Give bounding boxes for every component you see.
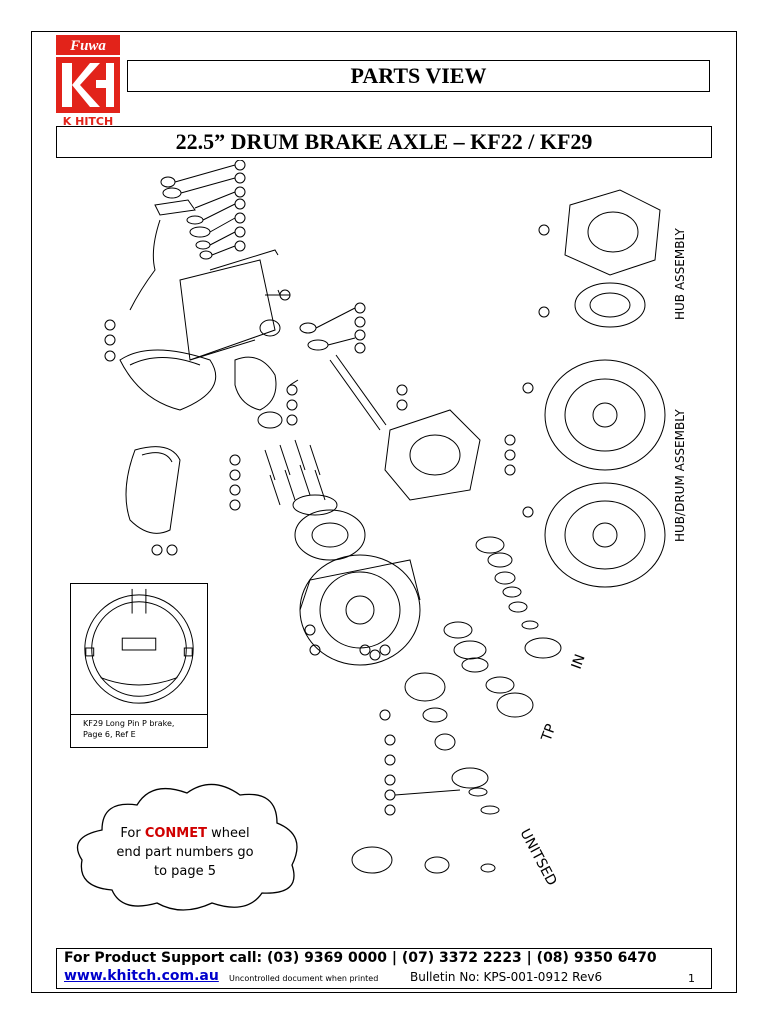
brake-dust-shield (104, 319, 217, 411)
conmet-brand: CONMET (144, 826, 207, 841)
conmet-cloud-callout (76, 783, 298, 911)
hub-assembly-right (538, 189, 661, 328)
axle-shaft (299, 302, 387, 431)
hub-seal (292, 494, 338, 516)
hub-drum-assembly-right (522, 359, 666, 588)
bottom-callouts (379, 709, 461, 816)
page-title: PARTS VIEW (127, 60, 710, 92)
unitsed-label: UNITSED (516, 826, 559, 888)
inset-caption-line1: KF29 Long Pin P brake, (83, 719, 175, 728)
page-frame (31, 31, 737, 993)
top-small-parts (129, 160, 246, 311)
brake-shoe (125, 446, 181, 556)
wheel-studs (229, 439, 326, 511)
exploded-parts-diagram: HUB ASSEMBLY HUB/DRUM ASSEMBLY UNITSED T… (104, 160, 687, 889)
support-phone-numbers: For Product Support call: (03) 9369 0000… (64, 950, 657, 966)
axle-beam (179, 249, 291, 361)
page-subtitle: 22.5” DRUM BRAKE AXLE – KF22 / KF29 (56, 126, 712, 158)
hub-drum-assembly-label: HUB/DRUM ASSEMBLY (673, 409, 687, 542)
mid-hub (384, 384, 516, 501)
loose-rings (351, 846, 496, 874)
bearings-washers (404, 536, 562, 815)
website-link[interactable]: www.khitch.com.au (64, 968, 219, 984)
inset-caption: KF29 Long Pin P brake, Page 6, Ref E (70, 715, 208, 748)
hub (294, 509, 366, 561)
tp-label: TP (538, 722, 559, 744)
page-number: 1 (688, 972, 695, 985)
kf29-brake-inset (70, 583, 208, 715)
uncontrolled-note: Uncontrolled document when printed (229, 974, 379, 983)
khitch-logo: Fuwa K HITCH (56, 35, 120, 127)
logo-brand-text: Fuwa (69, 38, 106, 54)
hub-assembly-label: HUB ASSEMBLY (673, 227, 687, 320)
brake-drum (299, 554, 421, 666)
logo-name-text: K HITCH (63, 115, 113, 127)
inset-caption-line2: Page 6, Ref E (83, 730, 136, 739)
bulletin-number: Bulletin No: KPS-001-0912 Rev6 (410, 970, 603, 984)
footer (56, 948, 712, 989)
spindle-knuckle (234, 356, 299, 429)
in-label: IN (569, 652, 589, 671)
conmet-cloud-text: For CONMET wheel end part numbers go to … (116, 826, 254, 879)
